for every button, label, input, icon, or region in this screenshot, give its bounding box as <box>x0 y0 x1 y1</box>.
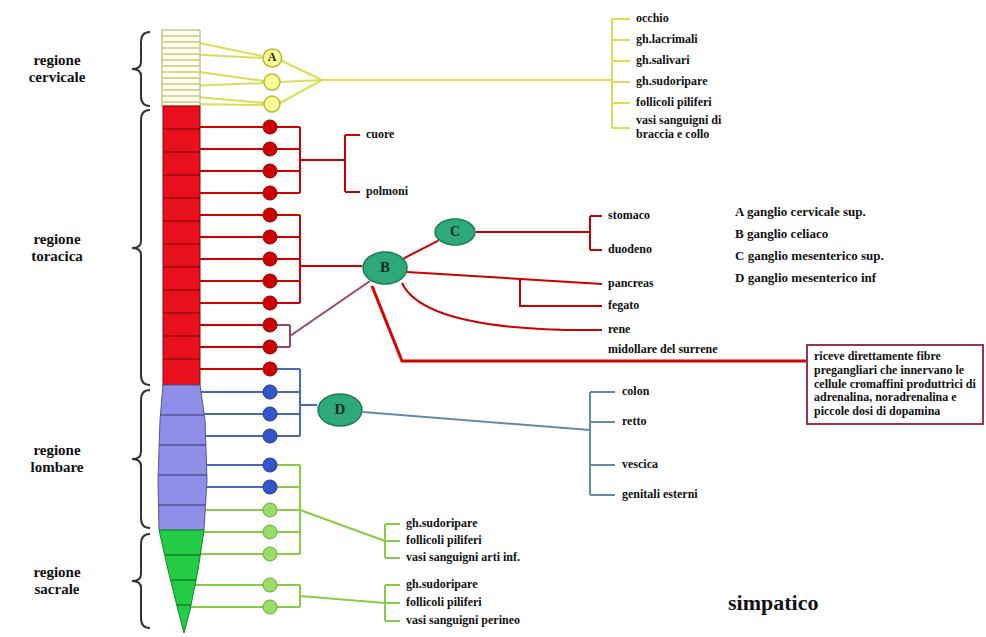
ganglion-oval: D <box>317 393 363 427</box>
organ-label: midollare del surrene <box>608 343 718 357</box>
diagram-title: simpatico <box>728 590 818 615</box>
ganglion-dot <box>264 74 280 90</box>
node-text: B <box>380 259 390 276</box>
organ-label: follicoli piliferi <box>406 596 482 610</box>
organ-label: genitali esterni <box>622 488 698 502</box>
sacral-segment <box>159 530 204 633</box>
ganglion-oval: C <box>434 218 476 246</box>
region-label: regione toracica <box>12 231 102 266</box>
cervical-stripes <box>162 36 200 102</box>
organ-label: stomaco <box>608 209 650 223</box>
region-label: regione sacrale <box>12 564 102 599</box>
ganglion-dot <box>263 429 277 443</box>
ganglion-dot <box>263 186 277 200</box>
organ-label: fegato <box>608 299 639 313</box>
oval-shape <box>363 252 407 284</box>
bracket <box>132 110 150 385</box>
organ-label: rene <box>608 323 630 337</box>
lumbar-stripes <box>159 415 207 505</box>
ganglion-dot <box>263 340 277 354</box>
region-label: regione lombare <box>12 442 102 477</box>
ganglion-link <box>404 241 438 259</box>
organ-label: vasi sanguigni perineo <box>406 614 520 628</box>
node-text: riceve direttamente fibre pregangliari c… <box>814 350 976 419</box>
thoracic-segment <box>163 106 200 385</box>
organ-label: colon <box>622 385 649 399</box>
organ-label: follicoli piliferi <box>406 534 482 548</box>
ganglion-dot <box>263 164 277 178</box>
key-label: D ganglio mesenterico inf <box>735 271 876 286</box>
ganglion-dot <box>263 274 277 288</box>
organ-label: occhio <box>636 12 669 26</box>
pelvic-fibres <box>363 392 615 495</box>
key-label: C ganglio mesenterico sup. <box>735 249 884 264</box>
organ-label: gh.lacrimali <box>636 33 698 47</box>
sacral-fibres <box>185 465 400 621</box>
ganglion-dot <box>263 407 277 421</box>
bracket <box>132 534 150 628</box>
organ-label: gh.sudoripare <box>406 517 477 531</box>
ganglion-dot <box>263 142 277 156</box>
organ-label: vasi sanguigni arti inf. <box>406 551 520 565</box>
ganglion-dot <box>263 480 277 494</box>
organ-label: pancreas <box>608 277 654 291</box>
organ-label: gh.salivari <box>636 54 690 68</box>
cervical-segment <box>162 30 200 106</box>
key-label: A ganglio cervicale sup. <box>735 205 866 220</box>
oval-shape <box>263 49 282 67</box>
ganglion-dot <box>263 385 277 399</box>
thoracic-fibres <box>185 127 602 369</box>
ganglion-oval: B <box>362 251 408 285</box>
organ-label: gh.sudoripare <box>406 578 477 592</box>
ganglion-dot <box>263 458 277 472</box>
organ-label: follicoli piliferi <box>636 96 712 110</box>
bracket <box>132 32 150 106</box>
thoracic-stripes <box>163 129 200 359</box>
splanchnic-fibres <box>277 281 370 347</box>
ganglion-dot <box>263 252 277 266</box>
organ-label: retto <box>622 415 646 429</box>
adrenal-fibre <box>372 286 806 361</box>
ganglion-dot <box>263 120 277 134</box>
yellow-dots <box>264 74 280 112</box>
ganglion-dot <box>263 318 277 332</box>
node-text: C <box>450 224 460 240</box>
bracket <box>132 390 150 528</box>
organ-label: gh.sudoripare <box>636 75 707 89</box>
ganglion-dot <box>264 96 280 112</box>
ganglion-dot <box>263 525 277 539</box>
ganglion-dot <box>263 362 277 376</box>
ganglion-circle: A <box>262 48 283 68</box>
region-label: regione cervicale <box>12 52 102 87</box>
lumbar-segment <box>158 385 207 530</box>
organ-label: vescica <box>622 458 658 472</box>
organ-label: vasi sanguigni di braccia e collo <box>636 114 746 142</box>
ganglion-dot <box>263 600 277 614</box>
region-brackets <box>132 32 150 628</box>
note-box: riceve direttamente fibre pregangliari c… <box>806 344 984 425</box>
ganglion-dot <box>263 547 277 561</box>
key-label: B ganglio celiaco <box>735 227 828 242</box>
cervical-fibres <box>185 19 630 128</box>
ganglion-dot <box>263 208 277 222</box>
ganglion-dot <box>263 230 277 244</box>
node-text: D <box>335 401 346 418</box>
ganglion-dot <box>263 578 277 592</box>
organ-label: duodeno <box>608 243 652 257</box>
oval-shape <box>435 219 475 245</box>
organ-label: polmoni <box>366 185 408 199</box>
ganglion-dot <box>263 296 277 310</box>
ganglion-dot <box>263 503 277 517</box>
node-text: A <box>268 51 277 65</box>
sacral-stripes <box>165 555 200 605</box>
blue-dots <box>263 385 277 494</box>
red-dots <box>263 120 277 376</box>
green-dots <box>263 503 277 614</box>
oval-shape <box>318 394 362 426</box>
organ-label: cuore <box>366 128 394 142</box>
